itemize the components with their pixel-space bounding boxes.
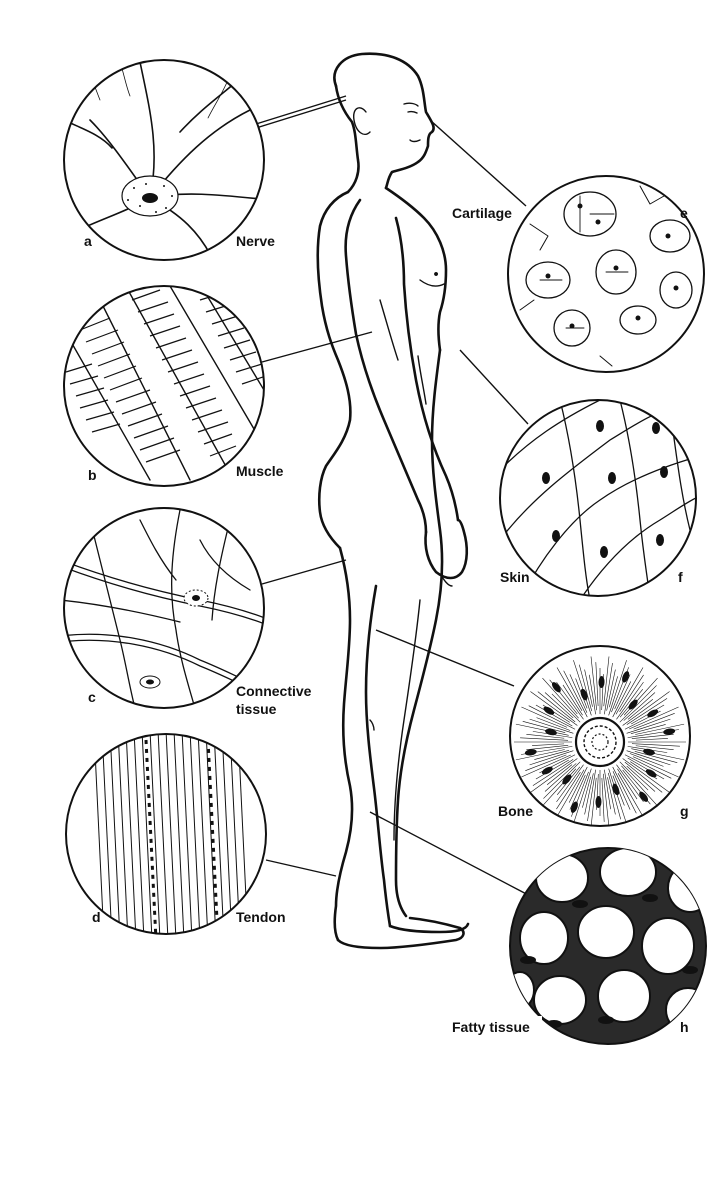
tendon-letter: d	[92, 909, 101, 925]
leader-lines	[255, 95, 535, 899]
muscle-micrograph: b Muscle	[63, 285, 284, 487]
nerve-micrograph: a Nerve	[63, 59, 275, 261]
skin-label: Skin	[500, 569, 530, 585]
leader-skin	[459, 349, 529, 425]
tendon-label: Tendon	[236, 909, 286, 925]
leader-fatty	[369, 811, 535, 899]
muscle-letter: b	[88, 467, 97, 483]
skin-micrograph: Skin f	[499, 399, 697, 597]
leader-connective	[261, 559, 347, 585]
connective-letter: c	[88, 689, 96, 705]
fatty-label: Fatty tissue	[452, 1019, 530, 1035]
connective-label: Connective	[236, 683, 312, 699]
leader-nerve	[255, 95, 347, 125]
leader-nerve-2	[255, 99, 347, 129]
cartilage-letter: e	[680, 205, 688, 221]
connective-micrograph: c Connective tissue	[63, 507, 312, 717]
connective-label-line2: tissue	[236, 701, 277, 717]
fatty-letter: h	[680, 1019, 689, 1035]
bone-label: Bone	[498, 803, 533, 819]
bone-letter: g	[680, 803, 689, 819]
leader-tendon	[265, 859, 337, 877]
leader-bone	[375, 629, 515, 687]
cartilage-label: Cartilage	[452, 205, 512, 221]
human-figure	[316, 52, 470, 950]
bone-micrograph: Bone g	[498, 645, 691, 827]
skin-letter: f	[678, 569, 683, 585]
muscle-label: Muscle	[236, 463, 284, 479]
leader-cartilage	[429, 119, 527, 207]
nerve-letter: a	[84, 233, 92, 249]
nerve-label: Nerve	[236, 233, 275, 249]
fatty-micrograph: Fatty tissue h	[450, 847, 707, 1045]
cartilage-micrograph: Cartilage e	[452, 175, 705, 373]
tendon-micrograph: d Tendon	[65, 733, 286, 935]
leader-muscle	[261, 331, 373, 363]
